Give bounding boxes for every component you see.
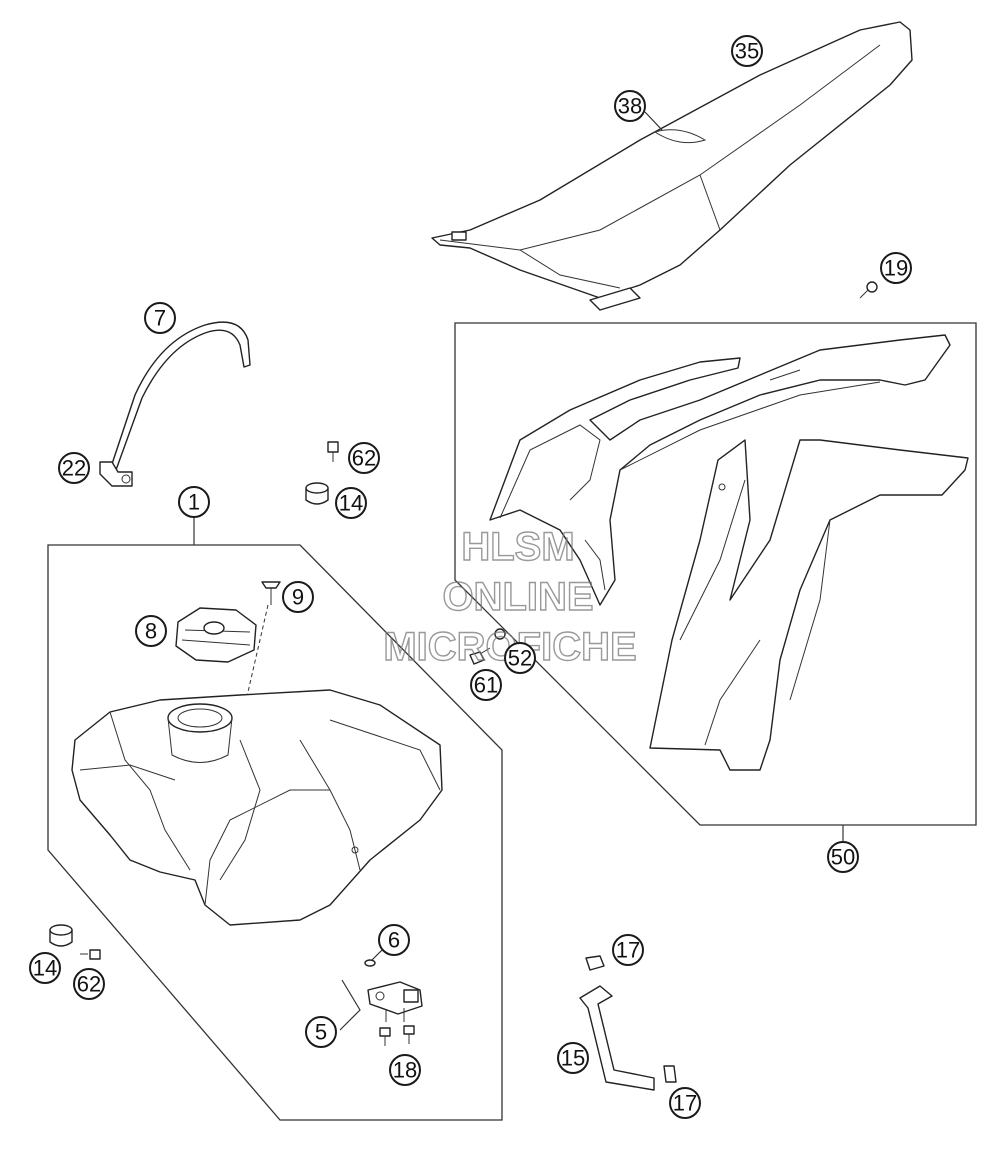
fuel-tank-part bbox=[71, 689, 443, 926]
spoiler-group-frame bbox=[454, 322, 977, 826]
callout-7: 7 bbox=[144, 302, 176, 334]
svg-text:7: 7 bbox=[154, 306, 166, 331]
callout-61: 61 bbox=[470, 669, 502, 701]
seat-part bbox=[431, 21, 913, 311]
svg-text:38: 38 bbox=[618, 94, 642, 119]
svg-text:61: 61 bbox=[474, 673, 498, 698]
svg-text:22: 22 bbox=[62, 456, 86, 481]
svg-text:14: 14 bbox=[33, 956, 57, 981]
callout-52: 52 bbox=[504, 642, 536, 674]
screws-18-part bbox=[379, 1025, 415, 1046]
clamp-17-upper-part bbox=[585, 955, 605, 971]
bolt-62-upper-part bbox=[327, 441, 339, 462]
svg-text:17: 17 bbox=[673, 1091, 697, 1116]
callout-18: 18 bbox=[389, 1054, 421, 1086]
callout-62-lower: 62 bbox=[73, 968, 105, 1000]
fuel-cap-part bbox=[175, 607, 257, 663]
callout-1: 1 bbox=[178, 486, 210, 518]
breather-valve-9-part bbox=[244, 581, 281, 706]
leader-5 bbox=[339, 979, 361, 1031]
fuel-tank-group-frame bbox=[47, 544, 503, 1121]
callout-50: 50 bbox=[827, 841, 859, 873]
bolt-61-part bbox=[469, 647, 491, 665]
callout-14-upper: 14 bbox=[335, 487, 367, 519]
elbow-22-part bbox=[99, 461, 133, 487]
callout-15: 15 bbox=[557, 1042, 589, 1074]
callout-22: 22 bbox=[58, 452, 90, 484]
bushing-14-upper-part bbox=[305, 482, 329, 505]
callout-8: 8 bbox=[135, 615, 167, 647]
leader-38 bbox=[644, 111, 663, 131]
svg-text:17: 17 bbox=[616, 938, 640, 963]
callout-17-lower: 17 bbox=[669, 1087, 701, 1119]
svg-text:14: 14 bbox=[339, 491, 363, 516]
watermark-line-2: ONLINE bbox=[442, 575, 593, 619]
washer-52-part bbox=[494, 628, 506, 640]
svg-text:50: 50 bbox=[831, 845, 855, 870]
callout-9: 9 bbox=[282, 581, 314, 613]
bolt-62-lower-part bbox=[80, 949, 101, 960]
fuel-tap-part bbox=[367, 981, 423, 1022]
svg-text:6: 6 bbox=[388, 928, 400, 953]
watermark-line-1: HLSM bbox=[461, 525, 574, 569]
svg-text:1: 1 bbox=[188, 490, 200, 515]
svg-text:62: 62 bbox=[77, 972, 101, 997]
svg-text:35: 35 bbox=[735, 39, 759, 64]
svg-text:52: 52 bbox=[508, 646, 532, 671]
svg-text:8: 8 bbox=[145, 619, 157, 644]
clamp-17-lower-part bbox=[663, 1065, 677, 1083]
svg-text:18: 18 bbox=[393, 1058, 417, 1083]
spoiler-left-part bbox=[489, 334, 951, 606]
bolt-19-part bbox=[859, 281, 878, 299]
svg-text:15: 15 bbox=[561, 1046, 585, 1071]
callout-14-lower: 14 bbox=[29, 952, 61, 984]
fuel-line-part bbox=[579, 985, 655, 1091]
bushing-14-lower-part bbox=[49, 924, 73, 947]
callout-38: 38 bbox=[614, 90, 646, 122]
callout-19: 19 bbox=[880, 252, 912, 284]
svg-text:62: 62 bbox=[352, 446, 376, 471]
breather-hose-part bbox=[109, 321, 251, 471]
svg-text:19: 19 bbox=[884, 256, 908, 281]
callout-17-upper: 17 bbox=[612, 934, 644, 966]
leader-6 bbox=[371, 949, 383, 961]
callout-62-upper: 62 bbox=[348, 442, 380, 474]
callout-5: 5 bbox=[305, 1016, 337, 1048]
svg-text:9: 9 bbox=[292, 585, 304, 610]
svg-text:5: 5 bbox=[315, 1020, 327, 1045]
callout-6: 6 bbox=[378, 924, 410, 956]
o-ring-part bbox=[364, 959, 376, 967]
callout-35: 35 bbox=[731, 35, 763, 67]
spoiler-right-part bbox=[649, 439, 969, 771]
